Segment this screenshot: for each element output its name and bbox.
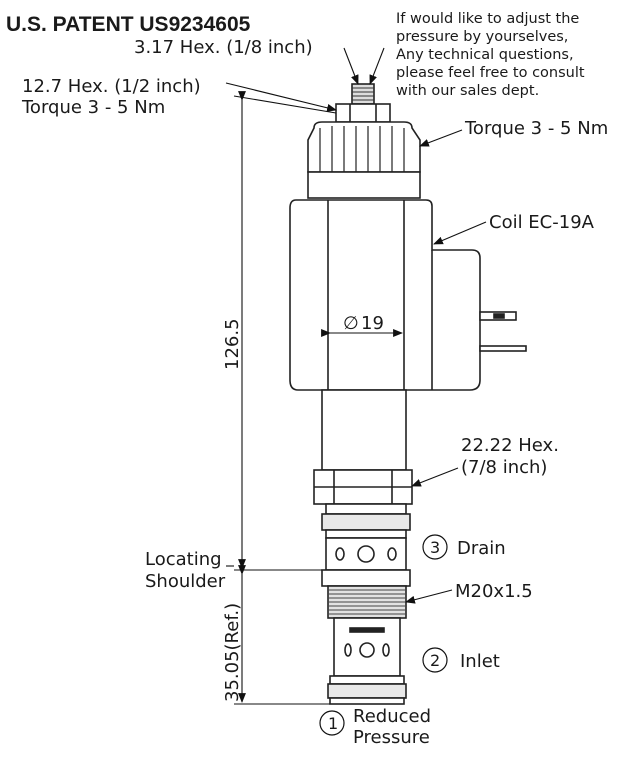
hex-small-label: 3.17 Hex. (1/8 inch) [134,37,313,58]
port-1-name-1: Reduced [353,706,431,727]
port-3-circle [422,534,448,560]
port-2-name: Inlet [460,651,500,672]
valve-cartridge [289,83,527,705]
coil-pin-2 [479,345,527,352]
note-line-5: with our sales dept. [396,83,539,99]
height-dimension: 126.5 [222,318,243,370]
contact-note: If would like to adjust the pressure by … [396,11,585,99]
locating-shoulder [321,569,411,587]
locating-label-1: Locating [145,549,222,570]
cap-skirt [307,171,421,199]
hex-large-label-2: (7/8 inch) [461,457,547,478]
hex-large-label-1: 22.22 Hex. [461,435,559,456]
coil-body [289,199,481,391]
diameter-label: 19 [361,313,384,334]
port-3-name: Drain [457,538,506,559]
drain-port-hole [357,545,375,563]
diameter-symbol: ∅ [343,313,359,334]
ref-length-dimension: 35.05(Ref.) [222,603,243,702]
dimension-lines [225,47,487,705]
note-line-2: pressure by yourselves, [396,29,568,45]
knurled-cap [307,121,421,173]
port-2-circle [422,647,448,673]
port-2-number: 2 [430,651,440,670]
locating-label-2: Shoulder [145,571,226,592]
port-1-circle [319,710,345,736]
port-3-number: 3 [430,538,440,557]
inlet-port-hole [359,642,375,658]
reduced-pressure-port [329,697,405,705]
patent-title: U.S. PATENT US9234605 [6,13,251,36]
labels: 3.17 Hex. (1/8 inch) 12.7 Hex. (1/2 inch… [21,37,608,748]
note-line-1: If would like to adjust the [396,11,579,27]
o-ring-upper [321,513,411,531]
port-1-name-2: Pressure [353,727,430,748]
seal-ring-upper [325,503,407,515]
torque-right-label: Torque 3 - 5 Nm [464,118,608,139]
note-line-3: Any technical questions, [396,47,574,63]
lock-nut [335,103,391,123]
o-ring-lower [327,683,407,699]
adjust-screw [351,83,375,105]
note-line-4: please feel free to consult [396,65,585,81]
thread-label: M20x1.5 [455,581,533,602]
coil-label: Coil EC-19A [489,212,595,233]
torque-left-label: Torque 3 - 5 Nm [21,97,165,118]
armature-tube [321,389,407,471]
hex-half-label: 12.7 Hex. (1/2 inch) [22,76,201,97]
port-1-number: 1 [328,714,338,733]
